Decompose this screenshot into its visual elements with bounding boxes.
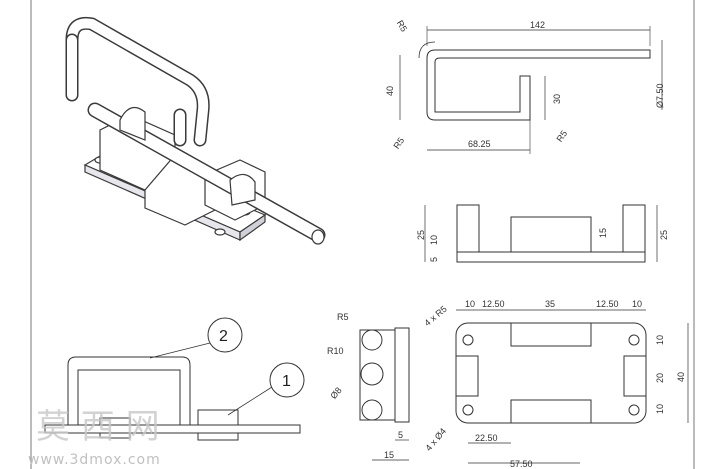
- dim-front-15: 15: [598, 228, 608, 238]
- dim-front-10: 10: [429, 235, 439, 245]
- dim-r5-tl: R5: [395, 19, 409, 34]
- balloon-2-label: 2: [219, 328, 228, 345]
- top-view: 142 R5 40 30 68.25 R5 R5 Ø7.50: [385, 19, 665, 154]
- balloon-1-label: 1: [282, 373, 291, 390]
- dim-r5-bl: R5: [391, 136, 406, 151]
- dim-side-r10: R10: [327, 346, 344, 356]
- watermark-url: www.3dmox.com: [28, 452, 161, 468]
- dim-plan-12-5-a: 12.50: [482, 299, 505, 309]
- dim-plan-40: 40: [676, 372, 686, 382]
- dim-plan-corners: 4 x R5: [422, 304, 448, 328]
- dim-front-25-right: 25: [659, 230, 669, 240]
- dim-68-25: 68.25: [468, 139, 491, 149]
- dim-30: 30: [552, 94, 562, 104]
- pin: [44, 424, 301, 434]
- dim-142: 142: [530, 20, 545, 30]
- dim-plan-r10-b: 10: [655, 404, 665, 414]
- side-view: R5 R10 Ø8 5 15: [327, 312, 410, 461]
- dim-plan-10-a: 10: [465, 299, 475, 309]
- dim-side-r5: R5: [337, 312, 349, 322]
- dim-40: 40: [385, 86, 395, 96]
- front-view: 25 10 5 15 25: [416, 204, 669, 263]
- dim-plan-22-5: 22.50: [475, 433, 498, 443]
- base-plate: [456, 251, 646, 263]
- dim-side-5: 5: [398, 430, 403, 440]
- dim-plan-12-5-b: 12.50: [596, 299, 619, 309]
- dim-plan-10-b: 10: [632, 299, 642, 309]
- dim-diameter-7-5: Ø7.50: [655, 83, 665, 108]
- dim-plan-holes: 4 x Ø4: [423, 426, 448, 453]
- assembly-view: 2 1: [44, 317, 305, 441]
- dim-front-5: 5: [429, 257, 439, 262]
- dim-plan-35: 35: [545, 299, 555, 309]
- dim-side-15: 15: [384, 450, 394, 460]
- dim-r5-br: R5: [554, 129, 569, 144]
- dim-plan-57-5: 57.50: [510, 459, 533, 469]
- watermark-cn: 莫 西 网: [36, 407, 160, 447]
- dim-plan-r20: 20: [655, 373, 665, 383]
- plan-view: 10 12.50 35 12.50 10 4 x R5 4 x Ø4 22.50…: [422, 299, 689, 469]
- balloon-1: [269, 362, 305, 398]
- slot-top: [510, 322, 592, 347]
- dim-front-25-left: 25: [416, 230, 426, 240]
- balloon-2: [207, 317, 243, 353]
- isometric-view: [65, 16, 326, 245]
- handle-outline: [426, 49, 651, 121]
- dim-plan-r10-a: 10: [655, 335, 665, 345]
- dim-side-dia8: Ø8: [328, 385, 343, 401]
- slot-bottom: [510, 399, 592, 424]
